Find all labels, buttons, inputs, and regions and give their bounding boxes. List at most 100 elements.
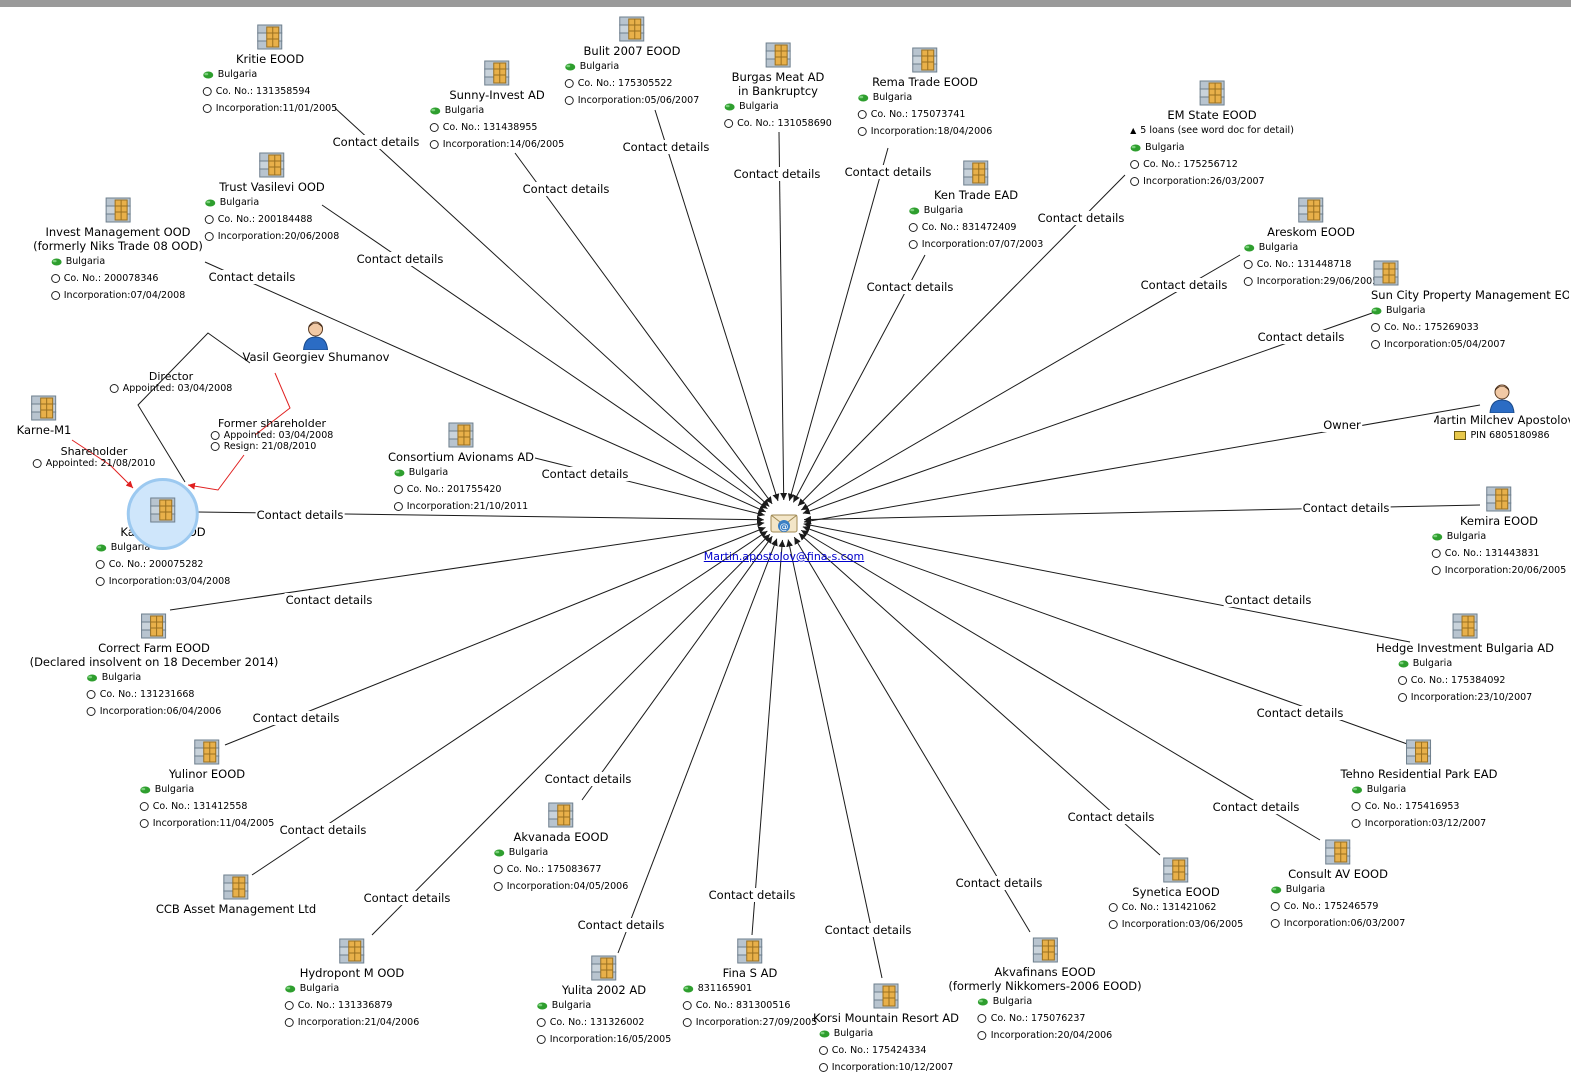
node-title: Akvanada EOOD: [513, 830, 609, 844]
edge-former-a[interactable]: [254, 372, 291, 436]
edge-label-ccb[interactable]: Contact details: [278, 823, 368, 837]
edge-kritie[interactable]: [334, 107, 770, 507]
company-node-ccb[interactable]: CCB Asset Management Ltd: [156, 872, 316, 916]
edge-label-sunny[interactable]: Contact details: [521, 182, 611, 196]
edge-shareholder[interactable]: [71, 439, 134, 489]
edge-label-tehno[interactable]: Contact details: [1255, 706, 1345, 720]
edge-label-bulit[interactable]: Contact details: [621, 140, 711, 154]
company-node-emstate[interactable]: EM State EOOD▲5 loans (see word doc for …: [1130, 78, 1294, 190]
edge-former-b[interactable]: [187, 454, 245, 491]
edge-correct[interactable]: [169, 520, 765, 611]
edge-rema[interactable]: [787, 147, 889, 501]
edge-label-hedge[interactable]: Contact details: [1223, 593, 1313, 607]
building-icon: [1163, 857, 1189, 883]
edge-label-yulita[interactable]: Contact details: [576, 918, 666, 932]
edge-director[interactable]: [137, 332, 251, 483]
edge-label-synetica[interactable]: Contact details: [1066, 810, 1156, 824]
edge-sunny[interactable]: [514, 152, 773, 505]
edge-burgas[interactable]: [778, 131, 788, 501]
person-node-vasil[interactable]: Vasil Georgiev Shumanov: [243, 320, 389, 364]
country-flag-icon: [494, 849, 505, 856]
edge-label-consultav[interactable]: Contact details: [1211, 800, 1301, 814]
edge-label-burgas[interactable]: Contact details: [732, 167, 822, 181]
country-flag-icon: [978, 998, 989, 1005]
edge-synetica[interactable]: [798, 532, 1161, 856]
edge-korsi[interactable]: [786, 539, 883, 979]
edge-label-kemira[interactable]: Contact details: [1301, 501, 1391, 515]
edge-yulinor[interactable]: [224, 526, 766, 746]
edge-bulit[interactable]: [654, 109, 780, 502]
edge-label-rema[interactable]: Contact details: [843, 165, 933, 179]
edge-label-ken[interactable]: Contact details: [865, 280, 955, 294]
edge-label-consortium[interactable]: Contact details: [540, 467, 630, 481]
edge-invest[interactable]: [204, 261, 766, 513]
edge-akvafinans[interactable]: [793, 536, 1031, 933]
attribute-row: Incorporation:21/10/2011: [393, 498, 528, 515]
attribute-text: Incorporation:05/06/2007: [577, 95, 700, 106]
edge-yulita[interactable]: [617, 538, 778, 954]
edge-label-invest[interactable]: Contact details: [207, 270, 297, 284]
edge-label-akvanada[interactable]: Contact details: [543, 772, 633, 786]
edge-hedge[interactable]: [803, 521, 1411, 643]
attribute-bullet-icon: [429, 123, 439, 132]
company-node-invest[interactable]: Invest Management OOD (formerly Niks Tra…: [33, 195, 203, 304]
attribute-row: Incorporation:04/05/2006: [493, 878, 628, 895]
edge-label-emstate[interactable]: Contact details: [1036, 211, 1126, 225]
edge-label-suncity[interactable]: Contact details: [1256, 330, 1346, 344]
edge-consultav[interactable]: [800, 529, 1321, 841]
attribute-bullet-icon: [50, 274, 60, 283]
edge-finas[interactable]: [751, 539, 786, 936]
edge-hydropont[interactable]: [371, 533, 771, 936]
attribute-text: Bulgaria: [299, 983, 340, 994]
edge-ken[interactable]: [792, 254, 926, 503]
edge-label-kritie[interactable]: Contact details: [331, 135, 421, 149]
edge-label-korsi[interactable]: Contact details: [823, 923, 913, 937]
edge-label-correct[interactable]: Contact details: [284, 593, 374, 607]
edge-label-yulinor[interactable]: Contact details: [251, 711, 341, 725]
edge-label-karnem[interactable]: Contact details: [255, 508, 345, 522]
attribute-row: Co. No.: 831472409: [908, 219, 1044, 236]
attribute-bullet-icon: [393, 502, 403, 511]
email-node[interactable]: @: [769, 507, 799, 537]
edge-areskom[interactable]: [801, 254, 1241, 511]
edge-label-areskom[interactable]: Contact details: [1139, 278, 1229, 292]
company-node-karnem1[interactable]: Karne-M1: [17, 393, 71, 437]
email-address-link[interactable]: Martin.apostolov@fina-s.com: [703, 550, 865, 563]
edge-label-finas[interactable]: Contact details: [707, 888, 797, 902]
edge-akvanada[interactable]: [581, 535, 773, 801]
company-node-correct[interactable]: Correct Farm EOOD (Declared insolvent on…: [30, 611, 278, 720]
edge-label-owner[interactable]: Owner: [1322, 418, 1362, 432]
company-node-akvafinans[interactable]: Akvafinans EOOD (formerly Nikkomers-2006…: [948, 935, 1142, 1044]
edge-label-hydropont[interactable]: Contact details: [362, 891, 452, 905]
edge-label-trust[interactable]: Contact details: [355, 252, 445, 266]
edge-label-akvafinans[interactable]: Contact details: [954, 876, 1044, 890]
edge-owner[interactable]: [803, 404, 1481, 525]
edge-emstate[interactable]: [797, 174, 1126, 507]
edge-suncity[interactable]: [802, 311, 1376, 515]
edge-ccb[interactable]: [251, 530, 768, 876]
